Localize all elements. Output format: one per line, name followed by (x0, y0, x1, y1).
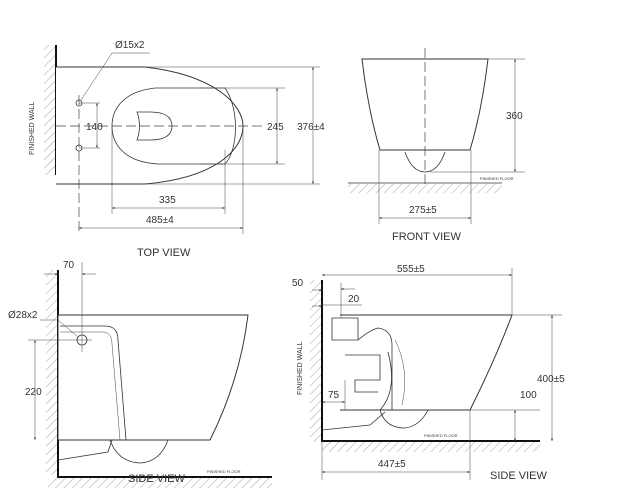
dim-height: 360 (506, 111, 523, 122)
bowl-inner (111, 87, 236, 165)
seat-opening (136, 111, 173, 141)
dim-hole-height: 220 (25, 387, 42, 398)
dim-height: 400±5 (537, 374, 565, 385)
bowl-front-bottom (404, 151, 446, 173)
hole-leader (80, 52, 150, 101)
front-view-title: FRONT VIEW (392, 231, 461, 243)
trap-outline (379, 351, 429, 429)
dim-inner-width: 245 (267, 122, 284, 133)
top-view-title: TOP VIEW (137, 247, 191, 259)
front-view: FINISHED FLOOR 360 275±5 FRONT VIEW (348, 48, 525, 243)
dim-20: 20 (348, 294, 360, 305)
wall-label: FINISHED WALL (29, 101, 36, 155)
dim-outer-length: 485±4 (146, 215, 174, 226)
dim-hole-offset: 70 (63, 260, 75, 271)
dim-outer-width: 376±4 (297, 122, 325, 133)
outlet-pipe (345, 354, 381, 393)
side-view-left-title: SIDE VIEW (128, 473, 185, 485)
top-view: FINISHED WALL 140 Ø15x2 245 376±4 335 48… (29, 40, 325, 259)
dim-75: 75 (328, 390, 340, 401)
floor-label: FINISHED FLOOR (424, 433, 458, 438)
dim-100: 100 (520, 390, 537, 401)
dim-floor-length: 447±5 (378, 459, 406, 470)
side-view-left: FINISHED FLOOR 70 Ø28x2 220 SIDE VIEW (8, 260, 272, 488)
floor-label: FINISHED FLOOR (207, 469, 241, 474)
dim-length: 555±5 (397, 264, 425, 275)
dim-hole-spacing: 140 (86, 122, 103, 133)
wall-hatch (44, 45, 56, 175)
dim-inner-length: 335 (159, 195, 176, 206)
hole-label: Ø28x2 (8, 310, 38, 321)
dim-width: 275±5 (409, 205, 437, 216)
dim-50: 50 (292, 278, 304, 289)
wall-label: FINISHED WALL (297, 341, 304, 395)
bowl-outline (56, 66, 244, 185)
hole-label: Ø15x2 (115, 40, 145, 51)
floor-label: FINISHED FLOOR (480, 176, 514, 181)
side-view-right-title: SIDE VIEW (490, 470, 547, 482)
bowl-side-outline (57, 314, 249, 441)
bowl-side-outline (340, 314, 513, 411)
side-view-right: FINISHED WALL FINISHED FLOOR 555±5 50 20… (292, 264, 565, 482)
bowl-side-bottom (109, 439, 169, 464)
